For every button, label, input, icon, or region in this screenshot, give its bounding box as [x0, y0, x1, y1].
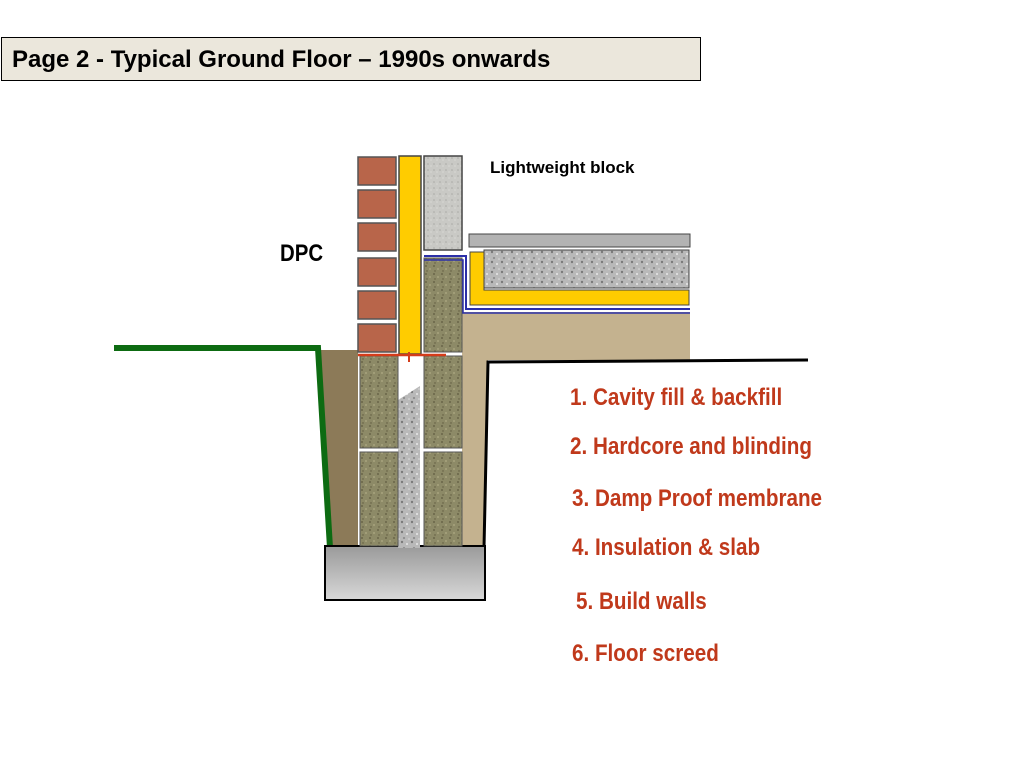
floor-screed	[468, 233, 691, 248]
outer-block-2	[359, 451, 399, 547]
outer-block-1	[359, 355, 399, 449]
page-title-box: Page 2 - Typical Ground Floor – 1990s on…	[1, 37, 701, 81]
step-2: 2. Hardcore and blinding	[570, 433, 812, 460]
lightweight-block-label: Lightweight block	[490, 158, 635, 177]
inner-block-3	[423, 451, 463, 547]
brick-6	[357, 323, 397, 353]
concrete-slab	[483, 249, 690, 289]
inner-block-2	[423, 355, 463, 449]
page-title: Page 2 - Typical Ground Floor – 1990s on…	[12, 46, 551, 73]
lightweight-block	[423, 155, 463, 251]
step-1: 1. Cavity fill & backfill	[570, 384, 783, 411]
floor-level-line	[482, 358, 809, 549]
hardcore-layer	[462, 312, 690, 548]
dpc-label: DPC	[280, 240, 324, 267]
step-6: 6. Floor screed	[572, 640, 719, 667]
step-3: 3. Damp Proof membrane	[572, 485, 823, 512]
brick-5	[357, 290, 397, 320]
brick-4	[357, 257, 397, 287]
step-5: 5. Build walls	[576, 588, 707, 615]
brick-1	[357, 156, 397, 186]
cavity-fill	[398, 386, 420, 548]
brick-3	[357, 222, 397, 252]
ground-line	[114, 345, 333, 549]
damp-proof-membrane	[424, 255, 690, 310]
concrete-foundation	[324, 545, 486, 601]
brick-2	[357, 189, 397, 219]
floor-insulation	[469, 251, 690, 306]
cavity-insulation	[398, 155, 422, 355]
step-4: 4. Insulation & slab	[572, 534, 761, 561]
inner-block-1	[423, 257, 463, 353]
